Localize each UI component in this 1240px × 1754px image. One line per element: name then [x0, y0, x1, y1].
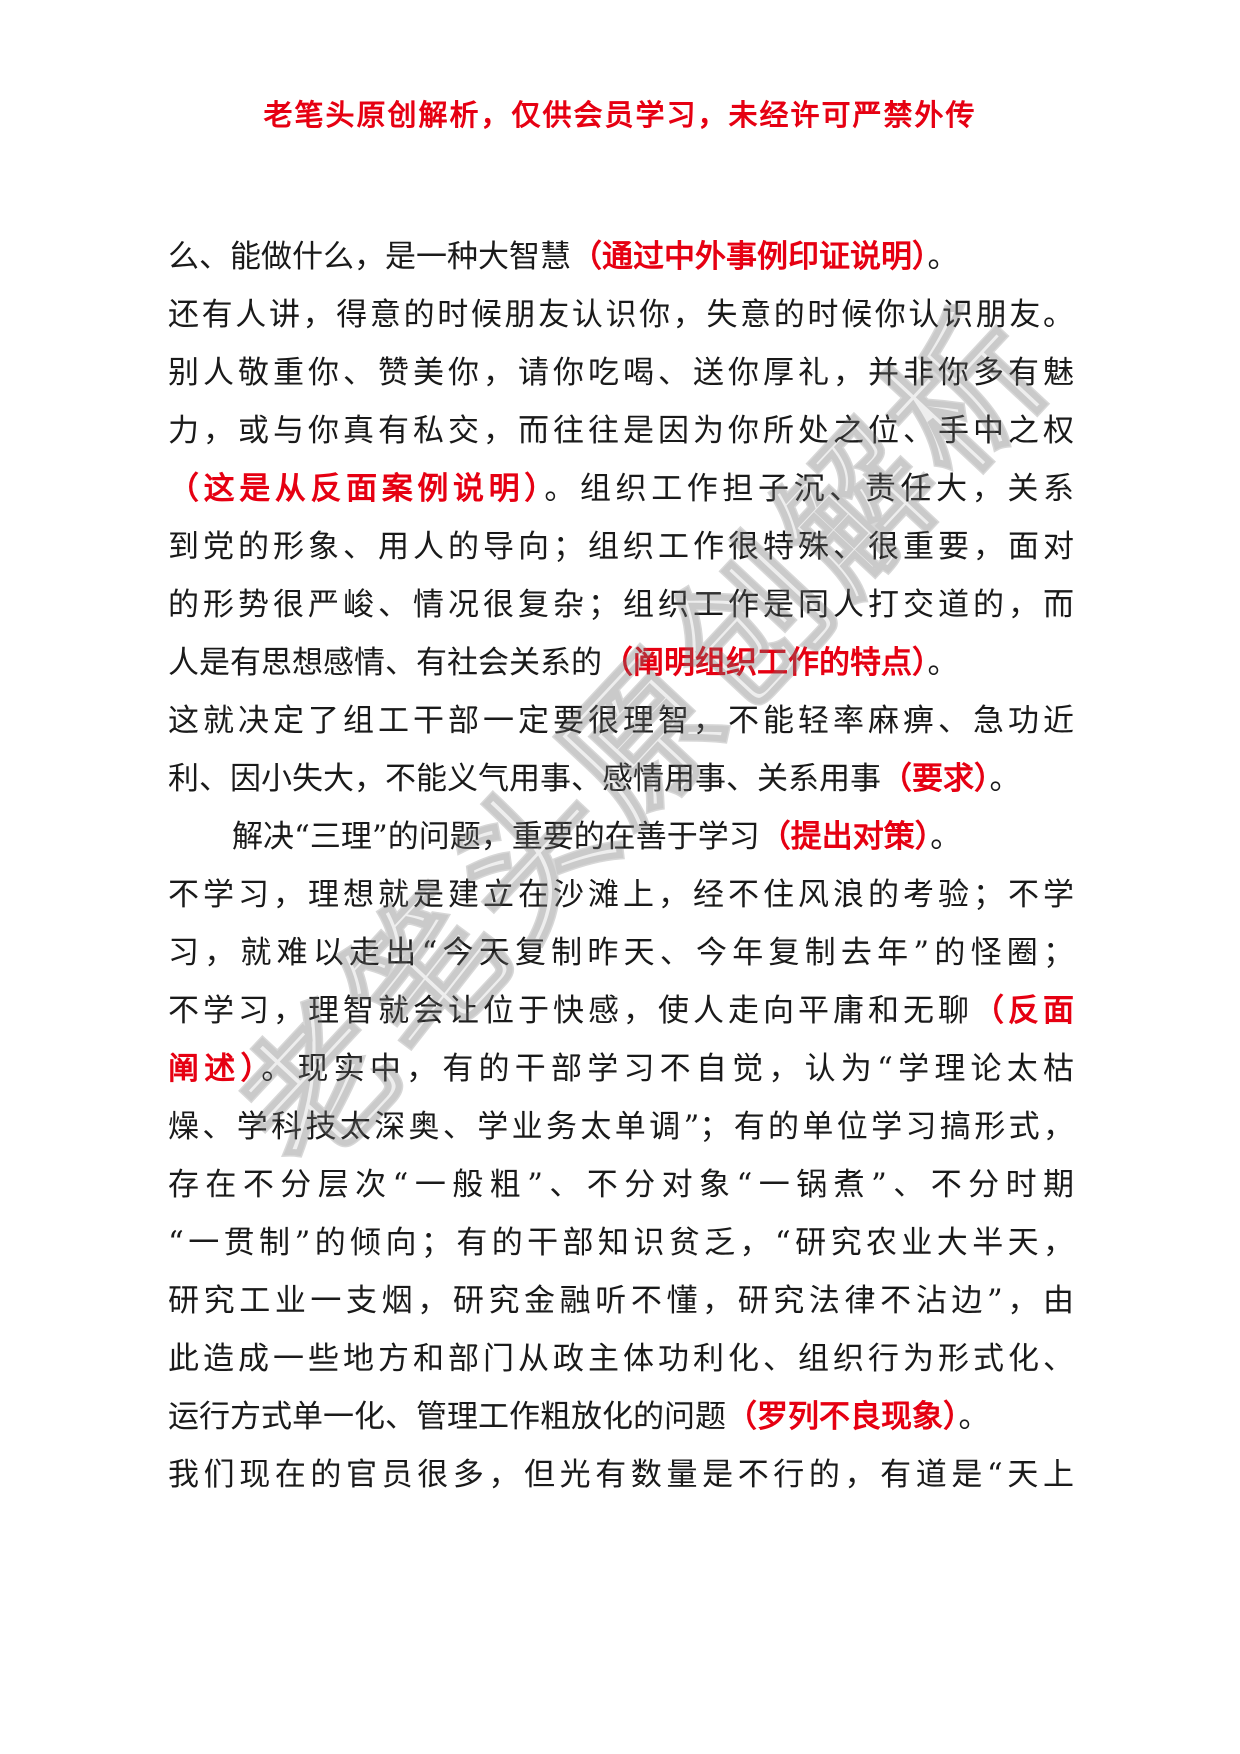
body-text-segment: 。 [989, 761, 1021, 797]
body-text-segment: 到党的形象、用人的导向；组织工作很特殊、很重要，面对 [168, 529, 1074, 565]
text-line: 不学习，理想就是建立在沙滩上，经不住风浪的考验；不学 [168, 866, 1074, 924]
body-text-segment: 解决“三理”的问题，重要的在善于学习 [232, 819, 760, 855]
body-text-segment: 人是有思想感情、有社会关系的 [168, 645, 602, 681]
text-line: 力，或与你真有私交，而往往是因为你所处之位、手中之权 [168, 402, 1074, 460]
text-line: 此造成一些地方和部门从政主体功利化、组织行为形式化、 [168, 1330, 1074, 1388]
annotation-note: （这是从反面案例说明） [168, 471, 545, 507]
annotation-note: （罗列不良现象） [726, 1399, 959, 1435]
body-text-segment: 利、因小失大，不能义气用事、感情用事、关系用事 [168, 761, 881, 797]
annotation-note: （反面 [973, 993, 1074, 1029]
body-text-segment: 习，就难以走出“今天复制昨天、今年复制去年”的怪圈； [168, 935, 1074, 971]
text-line: 么、能做什么，是一种大智慧（通过中外事例印证说明）。 [168, 228, 1074, 286]
body-text-segment: 。 [927, 239, 959, 275]
body-text-segment: 力，或与你真有私交，而往往是因为你所处之位、手中之权 [168, 413, 1074, 449]
text-line: 的形势很严峻、情况很复杂；组织工作是同人打交道的，而 [168, 576, 1074, 634]
text-line: （这是从反面案例说明）。组织工作担子沉、责任大，关系 [168, 460, 1074, 518]
body-text-segment: 。现实中，有的干部学习不自觉，认为“学理论太枯 [261, 1051, 1074, 1087]
text-line: 燥、学科技太深奥、学业务太单调”；有的单位学习搞形式， [168, 1098, 1074, 1156]
text-line: 阐述）。现实中，有的干部学习不自觉，认为“学理论太枯 [168, 1040, 1074, 1098]
text-line: 习，就难以走出“今天复制昨天、今年复制去年”的怪圈； [168, 924, 1074, 982]
text-line: 存在不分层次“一般粗”、不分对象“一锅煮”、不分时期 [168, 1156, 1074, 1214]
body-text-segment: 。 [930, 819, 962, 855]
text-line: 还有人讲，得意的时候朋友认识你，失意的时候你认识朋友。 [168, 286, 1074, 344]
body-text-segment: 还有人讲，得意的时候朋友认识你，失意的时候你认识朋友。 [168, 297, 1074, 333]
body-text-segment: 此造成一些地方和部门从政主体功利化、组织行为形式化、 [168, 1341, 1074, 1377]
annotation-note: （提出对策） [759, 819, 931, 855]
text-line: 利、因小失大，不能义气用事、感情用事、关系用事（要求）。 [168, 750, 1074, 808]
body-text-segment: 不学习，理想就是建立在沙滩上，经不住风浪的考验；不学 [168, 877, 1074, 913]
body-text-segment: 研究工业一支烟，研究金融听不懂，研究法律不沾边”，由 [168, 1283, 1074, 1319]
text-line: 解决“三理”的问题，重要的在善于学习（提出对策）。 [168, 808, 1074, 866]
text-line: 这就决定了组工干部一定要很理智，不能轻率麻痹、急功近 [168, 692, 1074, 750]
annotation-note: 阐述） [168, 1051, 262, 1087]
text-line: 别人敬重你、赞美你，请你吃喝、送你厚礼，并非你多有魅 [168, 344, 1074, 402]
document-body: 么、能做什么，是一种大智慧（通过中外事例印证说明）。还有人讲，得意的时候朋友认识… [168, 228, 1074, 1504]
body-text-segment: 么、能做什么，是一种大智慧 [168, 239, 571, 275]
body-text-segment: 存在不分层次“一般粗”、不分对象“一锅煮”、不分时期 [168, 1167, 1074, 1203]
body-text-segment: 别人敬重你、赞美你，请你吃喝、送你厚礼，并非你多有魅 [168, 355, 1074, 391]
body-text-segment: 不学习，理智就会让位于快感，使人走向平庸和无聊 [168, 993, 973, 1029]
page-header-notice: 老笔头原创解析，仅供会员学习，未经许可严禁外传 [263, 98, 977, 132]
annotation-note: （阐明组织工作的特点） [602, 645, 928, 681]
text-line: 运行方式单一化、管理工作粗放化的问题（罗列不良现象）。 [168, 1388, 1074, 1446]
body-text-segment: 运行方式单一化、管理工作粗放化的问题 [168, 1399, 726, 1435]
text-line: 人是有思想感情、有社会关系的（阐明组织工作的特点）。 [168, 634, 1074, 692]
annotation-note: （要求） [881, 761, 990, 797]
text-line: 不学习，理智就会让位于快感，使人走向平庸和无聊（反面 [168, 982, 1074, 1040]
body-text-segment: 。 [958, 1399, 990, 1435]
text-line: 到党的形象、用人的导向；组织工作很特殊、很重要，面对 [168, 518, 1074, 576]
text-line: 研究工业一支烟，研究金融听不懂，研究法律不沾边”，由 [168, 1272, 1074, 1330]
text-line: “一贯制”的倾向；有的干部知识贫乏，“研究农业大半天， [168, 1214, 1074, 1272]
annotation-note: （通过中外事例印证说明） [571, 239, 928, 275]
body-text-segment: 燥、学科技太深奥、学业务太单调”；有的单位学习搞形式， [168, 1109, 1074, 1145]
text-line: 我们现在的官员很多，但光有数量是不行的，有道是“天上 [168, 1446, 1074, 1504]
body-text-segment: 。组织工作担子沉、责任大，关系 [544, 471, 1075, 507]
body-text-segment: 。 [927, 645, 959, 681]
body-text-segment: 我们现在的官员很多，但光有数量是不行的，有道是“天上 [168, 1457, 1074, 1493]
body-text-segment: 的形势很严峻、情况很复杂；组织工作是同人打交道的，而 [168, 587, 1074, 623]
body-text-segment: “一贯制”的倾向；有的干部知识贫乏，“研究农业大半天， [168, 1225, 1074, 1261]
body-text-segment: 这就决定了组工干部一定要很理智，不能轻率麻痹、急功近 [168, 703, 1074, 739]
